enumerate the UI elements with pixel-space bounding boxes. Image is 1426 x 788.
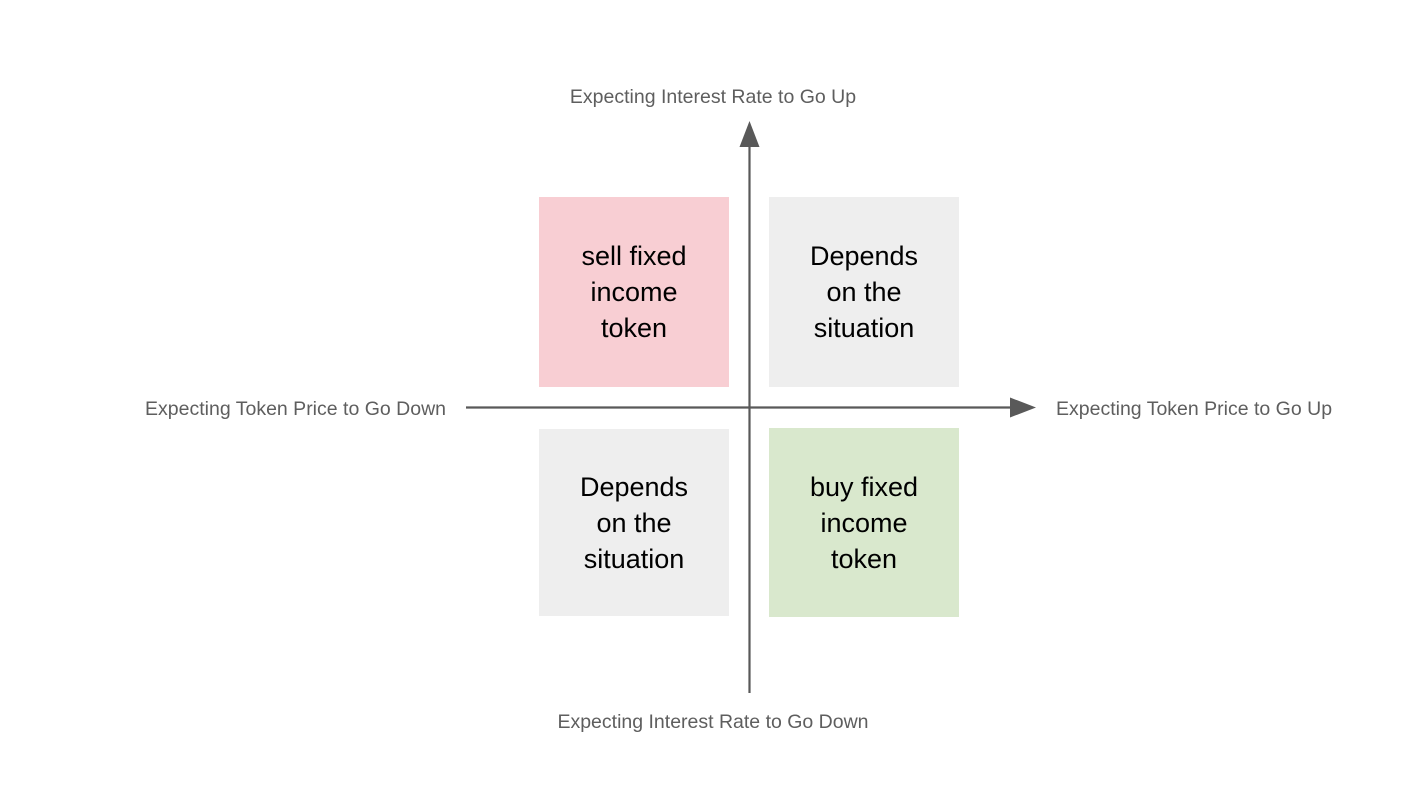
axis-label-left: Expecting Token Price to Go Down — [145, 398, 446, 420]
axis-label-top: Expecting Interest Rate to Go Up — [569, 86, 857, 108]
axis-label-bottom: Expecting Interest Rate to Go Down — [557, 711, 869, 733]
horizontal-axis-arrow-right-icon — [1010, 397, 1036, 418]
axis-label-right: Expecting Token Price to Go Up — [1056, 398, 1333, 420]
vertical-axis-arrow-up-icon — [739, 121, 760, 147]
